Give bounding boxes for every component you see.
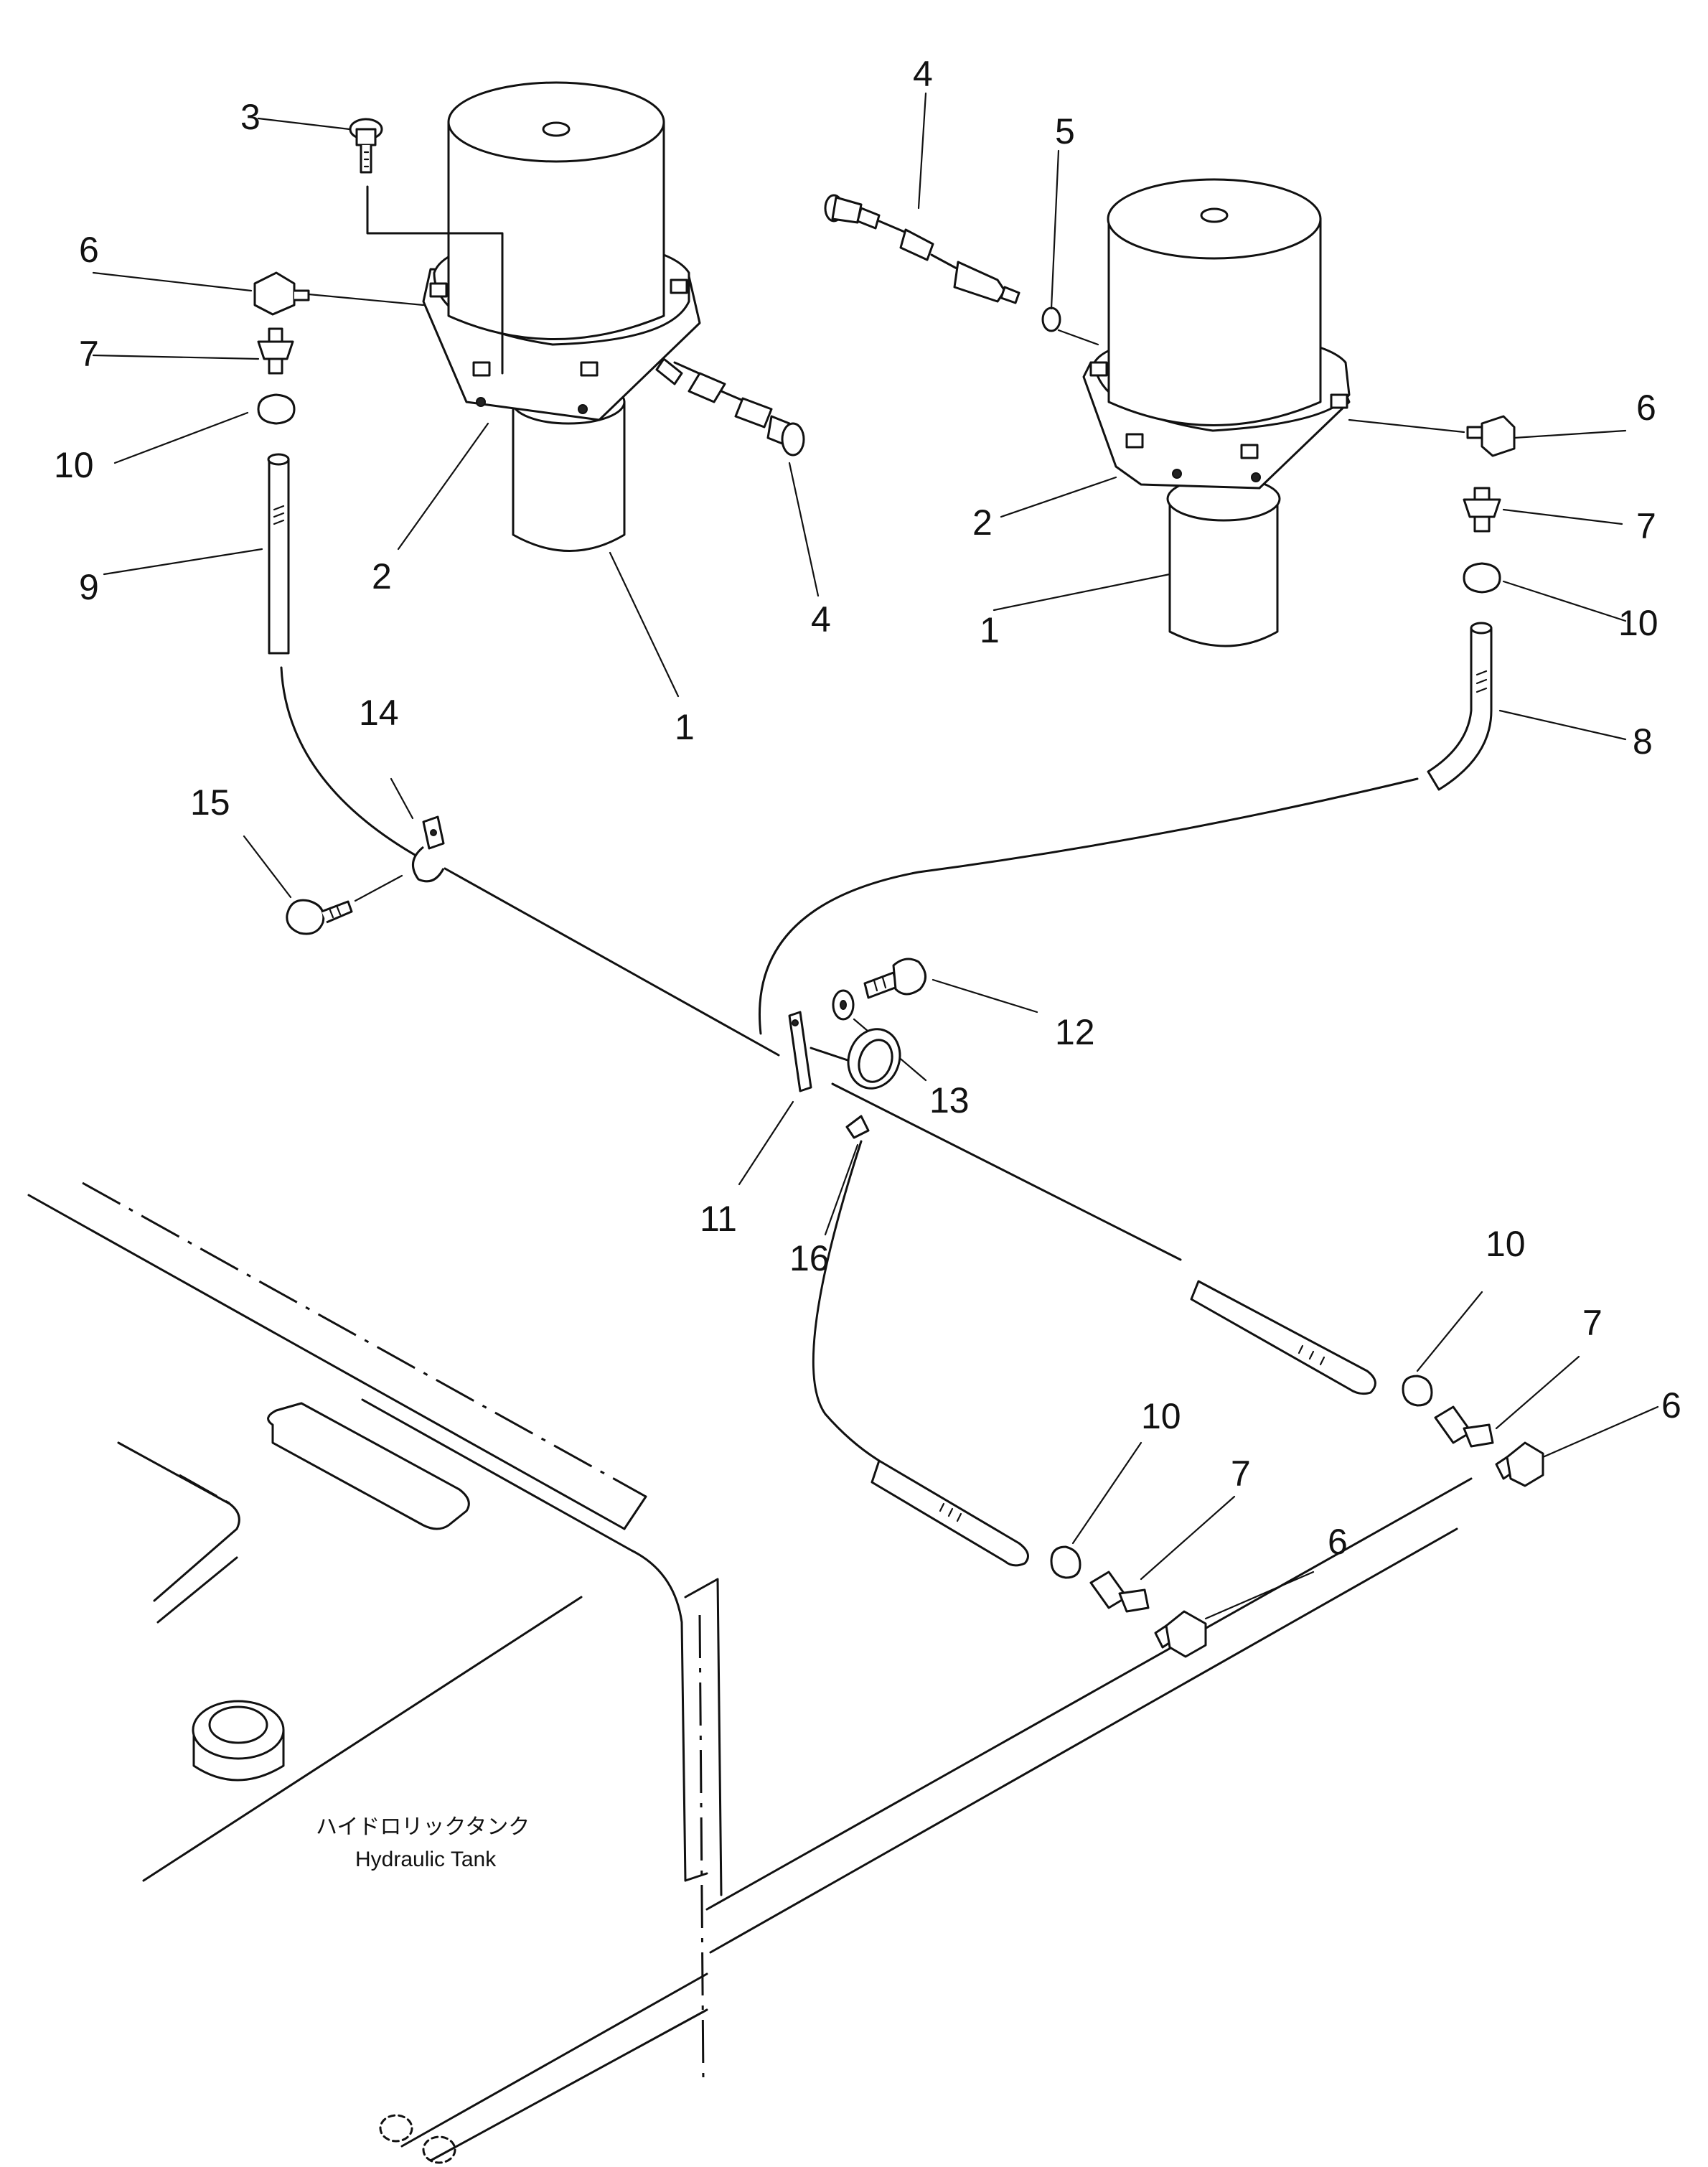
clamp-14 — [412, 815, 445, 883]
callout-2-left: 2 — [372, 556, 392, 596]
tank-label-english: Hydraulic Tank — [355, 1848, 497, 1871]
nut-10-right-top — [1463, 562, 1501, 594]
callout-7-right-top: 7 — [1636, 506, 1656, 546]
washer-13 — [832, 989, 855, 1021]
callout-10-lower-middle: 10 — [1141, 1396, 1181, 1436]
filter-left — [422, 81, 701, 552]
callout-labels: 3 6 7 10 9 2 1 4 4 5 6 2 7 1 10 8 14 15 … — [54, 54, 1681, 1562]
callout-6-right-top: 6 — [1636, 388, 1656, 428]
callout-7-left: 7 — [79, 334, 99, 374]
nut-10-lower-right — [1402, 1375, 1433, 1407]
callout-16: 16 — [789, 1238, 830, 1278]
callout-4-right: 4 — [913, 54, 933, 94]
fitting-7-lower-right — [1434, 1405, 1494, 1448]
tank-label-japanese: ハイドロリックタンク — [316, 1815, 530, 1839]
sensor-lead-right — [824, 194, 1020, 304]
callout-7-lower-middle: 7 — [1231, 1454, 1251, 1494]
hydraulic-tank — [27, 1181, 1473, 2164]
callout-10-left: 10 — [54, 445, 94, 485]
callout-3: 3 — [240, 97, 261, 137]
nut-10-lower-middle — [1050, 1545, 1081, 1579]
callout-8: 8 — [1633, 721, 1653, 762]
filler-cap — [192, 1700, 285, 1782]
bolt-12 — [863, 958, 926, 999]
callout-5: 5 — [1055, 111, 1075, 151]
callout-6-lower-middle: 6 — [1328, 1522, 1348, 1562]
callout-2-right: 2 — [972, 502, 993, 543]
callout-14: 14 — [359, 693, 399, 733]
hose-lower-middle — [871, 1459, 1029, 1567]
fitting-7-lower-middle — [1089, 1571, 1150, 1613]
fitting-7-left — [257, 327, 294, 375]
clamp-11 — [788, 1011, 855, 1092]
fitting-6-lower-right — [1495, 1441, 1544, 1487]
hose-9 — [267, 453, 290, 655]
callout-13: 13 — [929, 1080, 970, 1120]
callout-11: 11 — [700, 1199, 737, 1239]
callout-6-left: 6 — [79, 230, 99, 270]
bolt-3 — [349, 118, 383, 174]
fitting-6-lower-middle — [1154, 1610, 1207, 1658]
callout-10-lower-right: 10 — [1486, 1224, 1526, 1264]
band-16 — [845, 1028, 901, 1139]
callout-7-lower-right: 7 — [1582, 1303, 1603, 1343]
nut-10-left — [257, 393, 296, 425]
fitting-6-left — [253, 271, 310, 316]
callout-1-left: 1 — [675, 707, 695, 747]
callout-12: 12 — [1055, 1012, 1095, 1052]
callout-6-lower-right: 6 — [1661, 1385, 1681, 1426]
callout-9: 9 — [79, 567, 99, 607]
hose-lower-right — [1190, 1280, 1376, 1395]
callout-4-left: 4 — [811, 599, 831, 640]
fitting-6-right-top — [1466, 415, 1516, 457]
fitting-7-right-top — [1463, 487, 1501, 533]
callout-15: 15 — [190, 782, 230, 823]
o-ring-5 — [1041, 306, 1061, 332]
callout-10-right-top: 10 — [1618, 603, 1658, 643]
bolt-15 — [286, 899, 353, 935]
filter-right — [1082, 178, 1351, 647]
callout-1-right: 1 — [980, 610, 1000, 650]
sensor-lead-left — [673, 361, 805, 457]
hose-8 — [1427, 622, 1493, 791]
